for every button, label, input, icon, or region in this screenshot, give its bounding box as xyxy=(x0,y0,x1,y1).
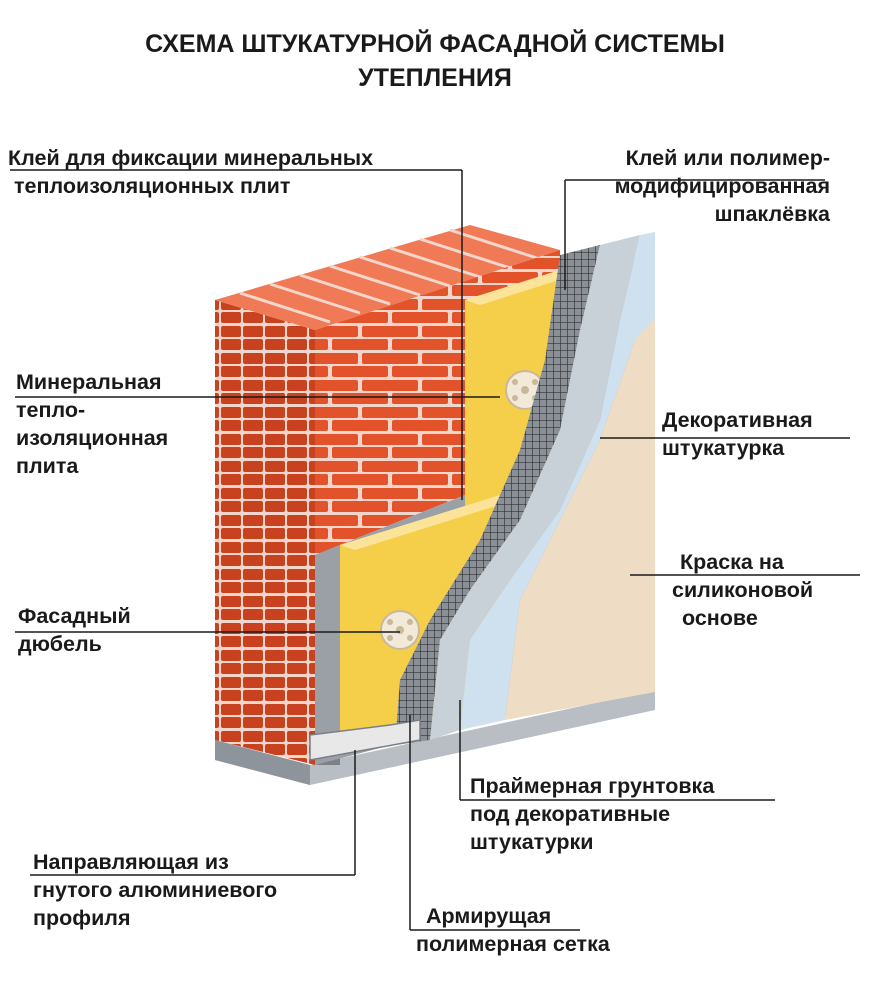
diagram-title-line1: СХЕМА ШТУКАТУРНОЙ ФАСАДНОЙ СИСТЕМЫ xyxy=(0,28,870,60)
diagram-title-line2: УТЕПЛЕНИЯ xyxy=(0,62,870,94)
dowel-lower xyxy=(381,611,419,649)
brick-wall-side xyxy=(215,300,315,765)
